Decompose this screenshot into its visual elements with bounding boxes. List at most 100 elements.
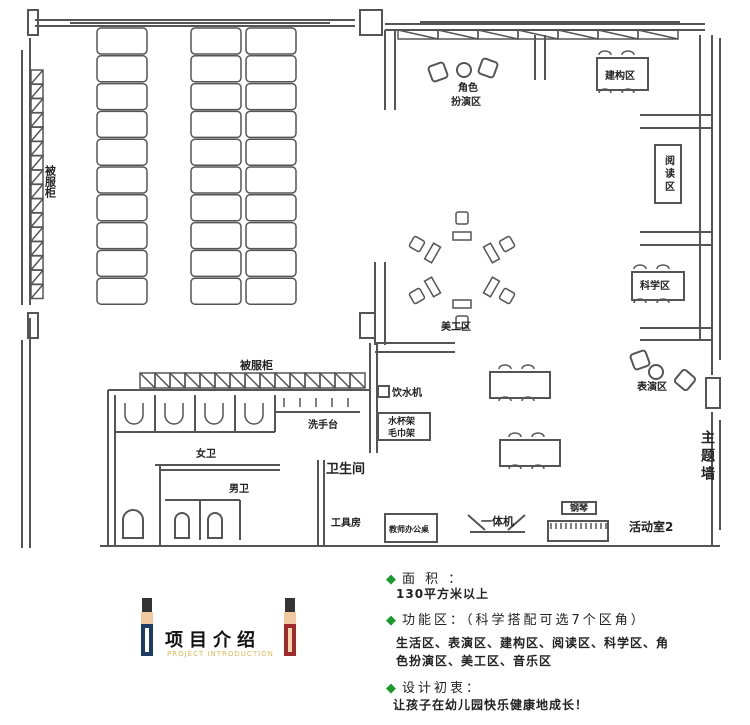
bed <box>96 82 148 111</box>
all-in-one-label: 一体机 <box>481 514 514 528</box>
diamond-bullet-icon: ◆ <box>386 613 396 628</box>
piano-label: 钢琴 <box>570 502 589 514</box>
teacher-desk-label: 教师办公桌 <box>388 524 430 534</box>
chair-icon <box>656 264 670 270</box>
chair-icon <box>656 298 670 304</box>
wardrobe-hatch <box>334 372 351 389</box>
male-toilet-label: 男卫 <box>229 483 249 495</box>
toilet-icon <box>244 403 264 425</box>
wardrobe-hatch <box>229 372 246 389</box>
area-value: 130平方米以上 <box>396 587 490 601</box>
bed <box>190 138 242 166</box>
wall <box>385 21 705 31</box>
shelf-hatch <box>597 29 639 40</box>
wardrobe-hatch <box>30 269 44 285</box>
bed <box>190 194 242 222</box>
art-table <box>452 299 472 309</box>
wardrobe-cell <box>349 372 366 389</box>
bed <box>245 55 297 83</box>
intent-heading: 设计初衷： <box>402 681 483 696</box>
bed <box>96 27 148 55</box>
wardrobe-hatch <box>319 372 336 389</box>
shelf-hatch <box>637 29 679 40</box>
bed <box>96 277 148 305</box>
wardrobe-hatch <box>30 141 44 156</box>
chair-icon <box>633 264 647 270</box>
chair-icon <box>621 50 635 56</box>
bed <box>245 194 297 222</box>
toy-soldier-left-icon <box>141 598 153 656</box>
theme-wall-label: 主题墙 <box>699 429 715 484</box>
floor-plan: 被服柜 被服柜 洗手台 女卫 男卫 卫生间 工具房 饮水机 水杯架 毛巾架 教师… <box>21 9 721 548</box>
diamond-bullet-icon: ◆ <box>386 572 396 587</box>
wardrobe-hatch <box>30 183 44 199</box>
chair-icon <box>498 364 512 370</box>
area-heading: 面 积 ： <box>402 572 465 587</box>
role-play-label-1: 角色 <box>458 81 478 94</box>
shelf-hatch <box>397 29 439 40</box>
bed <box>190 27 242 55</box>
bed <box>190 110 242 139</box>
wardrobe-hatch <box>184 372 201 389</box>
piano-sign <box>561 501 597 515</box>
armchair <box>427 61 449 83</box>
toilet-icon <box>124 403 144 425</box>
water-dispenser-label: 饮水机 <box>391 386 422 399</box>
water-dispenser-icon <box>377 385 390 398</box>
wardrobe-hatch <box>30 126 44 142</box>
wardrobe-hatch <box>30 198 44 214</box>
wall <box>711 35 721 545</box>
area-heading-row: ◆ 面 积 ： <box>386 568 464 587</box>
role-play-label-2: 扮演区 <box>451 95 481 108</box>
armchair <box>477 57 499 79</box>
chair-icon <box>498 396 512 402</box>
tv-stand <box>467 514 526 533</box>
wardrobe-hatch <box>30 169 44 185</box>
wardrobe-cell <box>30 283 44 300</box>
wardrobe-hatch <box>244 372 261 389</box>
wash-basin-label: 洗手台 <box>308 418 338 431</box>
wardrobe-hatch <box>30 69 44 85</box>
armchair <box>629 349 651 371</box>
bed <box>190 221 242 250</box>
zones-heading-row: ◆ 功能区：（科学搭配可选7个区角） <box>386 609 647 628</box>
wardrobe-hatch <box>30 155 44 171</box>
art-table <box>423 276 442 298</box>
wall <box>27 312 39 339</box>
art-zone-label: 美工区 <box>441 320 471 333</box>
wardrobe-hatch <box>274 372 291 389</box>
table <box>499 439 561 467</box>
wardrobe-left-label: 被服柜 <box>44 164 58 199</box>
wardrobe-hatch <box>30 255 44 271</box>
bed <box>245 138 297 166</box>
wardrobe-hatch <box>139 372 156 389</box>
chair-icon <box>521 396 535 402</box>
reading-zone-label: 阅读区 <box>663 154 675 194</box>
wardrobe-hatch <box>30 212 44 228</box>
female-toilet-label: 女卫 <box>196 447 216 460</box>
wardrobe-hatch <box>289 372 306 389</box>
bed <box>190 277 242 305</box>
wall <box>705 377 721 409</box>
wardrobe-hatch <box>30 241 44 257</box>
partition <box>374 30 546 353</box>
logo-subtitle: PROJECT INTRODUCTION <box>167 650 274 658</box>
wall <box>35 19 355 27</box>
zones-heading: 功能区：（科学搭配可选7个区角） <box>402 613 647 628</box>
bed <box>190 55 242 83</box>
art-chair <box>455 211 469 225</box>
bed <box>96 221 148 250</box>
restroom-label: 卫生间 <box>326 461 365 477</box>
construction-zone-label: 建构区 <box>604 69 635 82</box>
bed <box>245 110 297 139</box>
tool-room-label: 工具房 <box>331 516 361 529</box>
shelf-hatch <box>557 29 599 40</box>
bed <box>190 249 242 278</box>
toy-soldier-right-icon <box>284 598 296 656</box>
wardrobe-hatch <box>30 83 44 99</box>
bed <box>96 110 148 139</box>
shelf-hatch <box>437 29 479 40</box>
table <box>654 144 682 204</box>
art-chair <box>455 315 469 329</box>
